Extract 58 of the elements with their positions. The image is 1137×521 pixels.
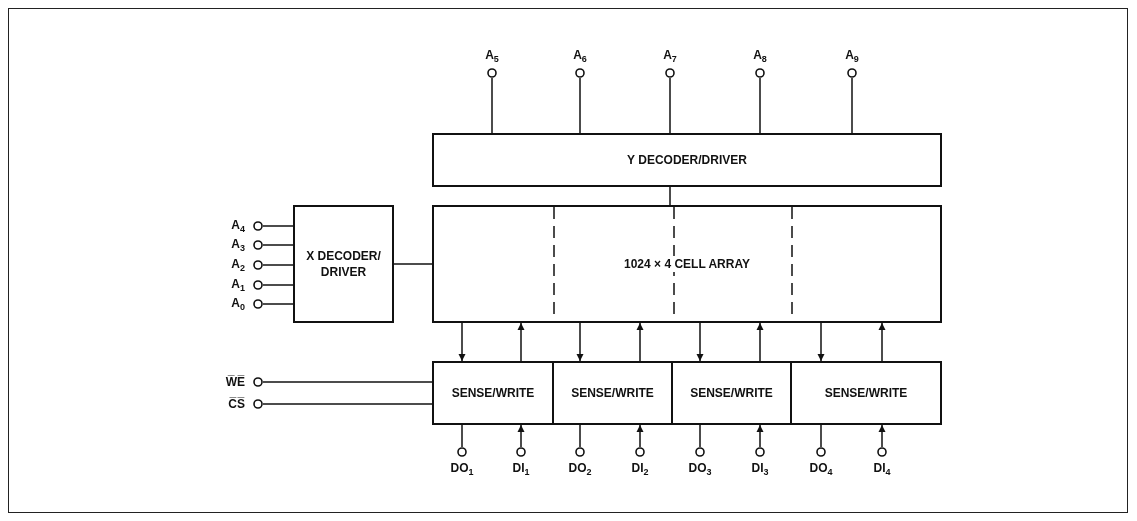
arrow <box>696 322 704 362</box>
arrow <box>636 424 644 448</box>
pin-label: DO$_{4}$ <box>809 461 833 478</box>
connector-line <box>262 403 433 405</box>
connector-line <box>579 424 581 448</box>
pin-label: A$_{7}$ <box>663 47 677 64</box>
block-box <box>552 361 673 425</box>
block-box <box>671 361 792 425</box>
pin-label: DO$_{2}$ <box>568 461 592 478</box>
pin-label: A$_{8}$ <box>753 47 767 64</box>
connector-line <box>820 424 822 448</box>
pin-label: A$_{0}$ <box>231 295 245 313</box>
pin-label: DI$_{3}$ <box>751 461 769 478</box>
arrow <box>817 322 825 362</box>
connector-line <box>851 77 853 134</box>
arrow <box>517 424 525 448</box>
connector-line <box>669 77 671 134</box>
arrow <box>878 424 886 448</box>
connector-line <box>262 264 294 266</box>
connector-line <box>759 77 761 134</box>
pin-label: A$_{2}$ <box>231 256 245 274</box>
arrow <box>636 322 644 362</box>
connector-line <box>262 225 294 227</box>
block-box <box>293 205 394 323</box>
block-box <box>432 133 942 187</box>
block-box <box>790 361 942 425</box>
connector-line <box>262 381 433 383</box>
connector-line <box>491 77 493 134</box>
pin-label: A$_{5}$ <box>485 47 499 64</box>
arrow <box>576 322 584 362</box>
arrow <box>756 424 764 448</box>
arrow <box>878 322 886 362</box>
connector-line <box>461 424 463 448</box>
arrow <box>517 322 525 362</box>
block-box <box>432 361 554 425</box>
pin-label: DI$_{4}$ <box>873 461 891 478</box>
connector-line <box>262 284 294 286</box>
pin-label: DI$_{2}$ <box>631 461 649 478</box>
pin-label: A$_{4}$ <box>231 217 245 235</box>
pin-label: A$_{1}$ <box>231 276 245 294</box>
connector-line <box>579 77 581 134</box>
pin-label: DI$_{1}$ <box>512 461 530 478</box>
pin-label: A$_{3}$ <box>231 236 245 254</box>
connector-line <box>699 424 701 448</box>
block-label: 1024 × 4 CELL ARRAY <box>621 255 753 273</box>
pin-label: DO$_{3}$ <box>688 461 712 478</box>
arrow <box>458 322 466 362</box>
pin-label: A$_{6}$ <box>573 47 587 64</box>
connector-line <box>393 263 433 265</box>
pin-label: DO$_{1}$ <box>450 461 474 478</box>
connector-line <box>669 186 671 206</box>
pin-label: W̅E̅ <box>225 375 245 389</box>
block-box <box>432 205 942 323</box>
pin-label: C̅S̅ <box>228 397 245 411</box>
connector-line <box>262 244 294 246</box>
connector-line <box>262 303 294 305</box>
pin-label: A$_{9}$ <box>845 47 859 64</box>
arrow <box>756 322 764 362</box>
